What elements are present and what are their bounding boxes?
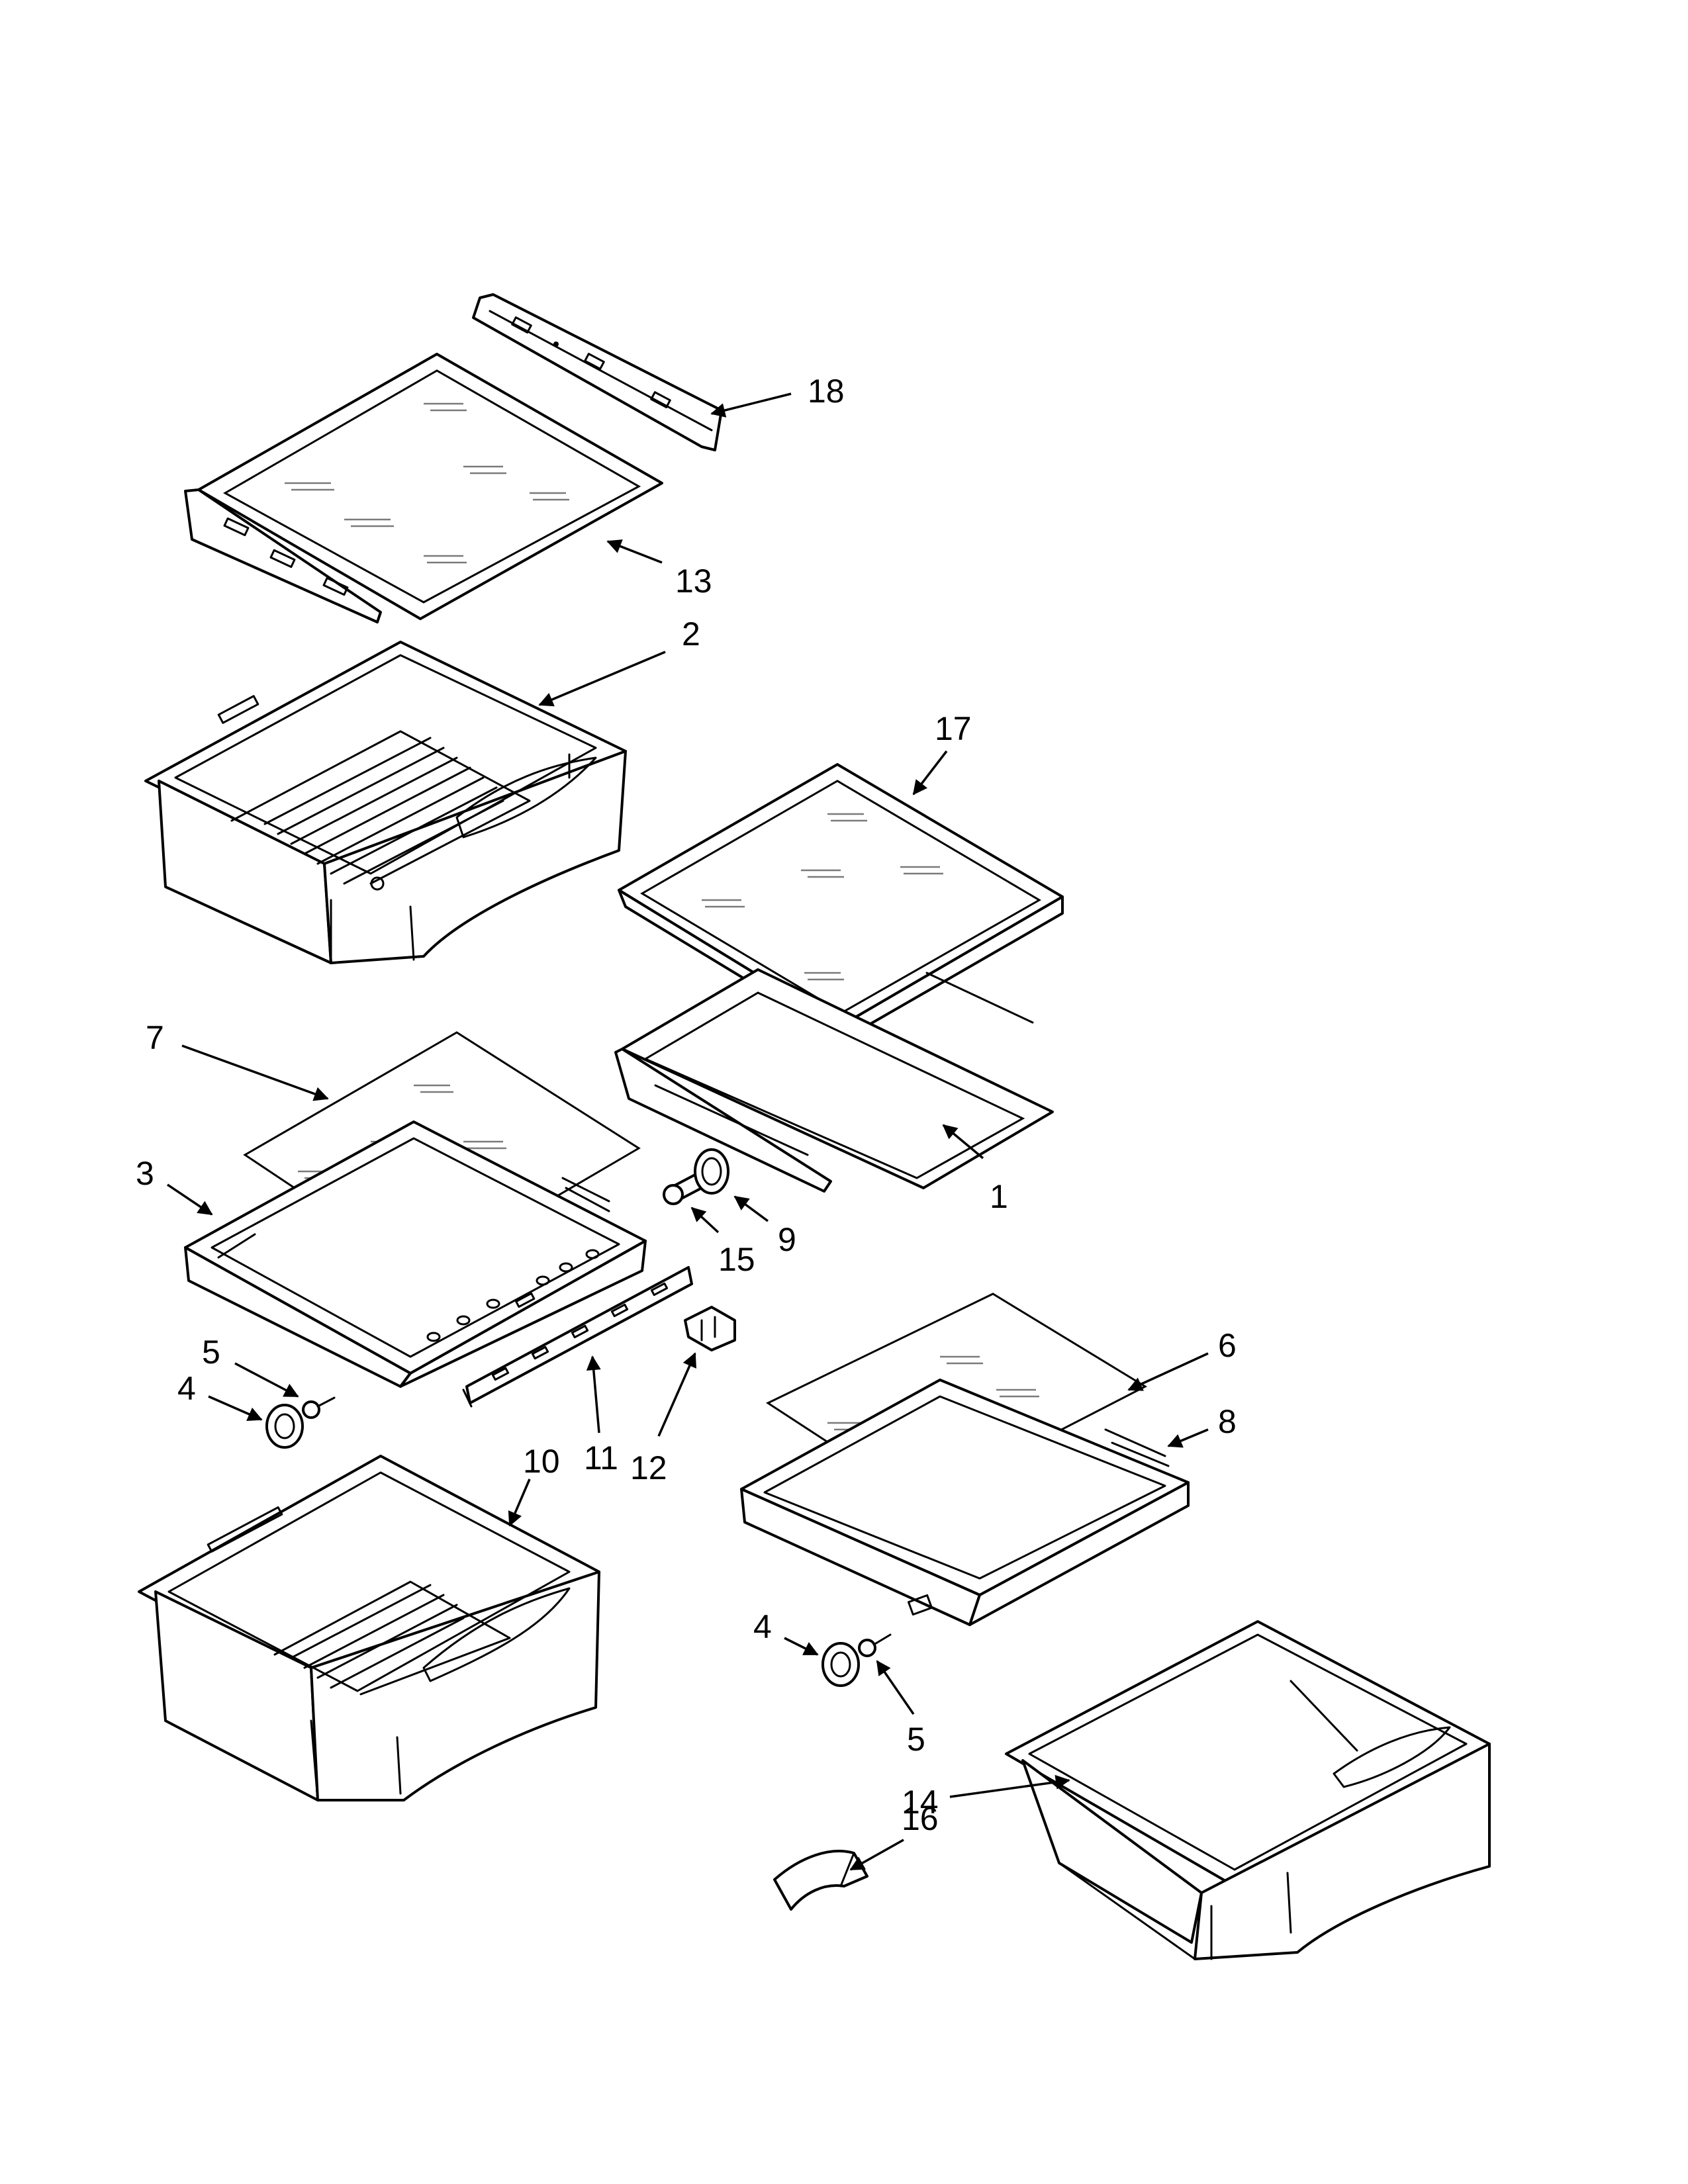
part-9-roller <box>694 1148 729 1195</box>
callout-9: 9 <box>778 1221 796 1258</box>
part-17-glass-shelf <box>618 763 1064 1040</box>
part-2-crisper-drawer <box>144 641 627 964</box>
callout-11: 11 <box>584 1439 618 1477</box>
callout-2: 2 <box>682 615 700 653</box>
callout-7: 7 <box>146 1019 164 1056</box>
callout-1: 1 <box>990 1178 1008 1215</box>
callout-16: 16 <box>902 1800 939 1837</box>
callout-12: 12 <box>630 1449 667 1486</box>
callout-4-left: 4 <box>177 1370 196 1407</box>
part-12-clip <box>684 1306 736 1351</box>
callout-15: 15 <box>718 1241 755 1278</box>
callout-17: 17 <box>935 710 972 747</box>
callout-6: 6 <box>1218 1327 1237 1364</box>
glass-reflection-13 <box>285 402 569 564</box>
callout-3: 3 <box>136 1155 154 1192</box>
part-16-cap <box>773 1850 868 1911</box>
part-4-roller-right <box>821 1642 860 1687</box>
part-5-screw-right <box>858 1633 892 1657</box>
part-8-cover-frame <box>740 1379 1190 1626</box>
part-5-screw-left <box>302 1396 336 1419</box>
part-18-rear-rail <box>472 293 723 451</box>
part-14-drawer <box>1005 1620 1491 1960</box>
callout-5-left: 5 <box>202 1334 220 1371</box>
callout-14: 14 <box>902 1784 939 1821</box>
callout-8: 8 <box>1218 1403 1237 1440</box>
rail-slots <box>491 1282 669 1381</box>
part-13-glass-shelf <box>184 353 663 623</box>
part-11-slide-rail <box>462 1266 693 1408</box>
part-3-crisper-cover <box>184 1120 647 1388</box>
callout-5-right: 5 <box>907 1721 925 1758</box>
callout-18: 18 <box>808 373 845 410</box>
part-4-roller-left <box>265 1404 304 1449</box>
leader-lines <box>167 392 1209 1871</box>
callout-labels: 18 13 2 17 7 1 3 9 15 5 4 11 12 6 8 10 4… <box>136 373 1237 1837</box>
callout-10: 10 <box>523 1443 560 1480</box>
callout-4-right: 4 <box>753 1608 772 1645</box>
callout-13: 13 <box>675 563 712 600</box>
part-10-drawer <box>138 1455 600 1801</box>
glass-reflection-17 <box>702 813 943 981</box>
